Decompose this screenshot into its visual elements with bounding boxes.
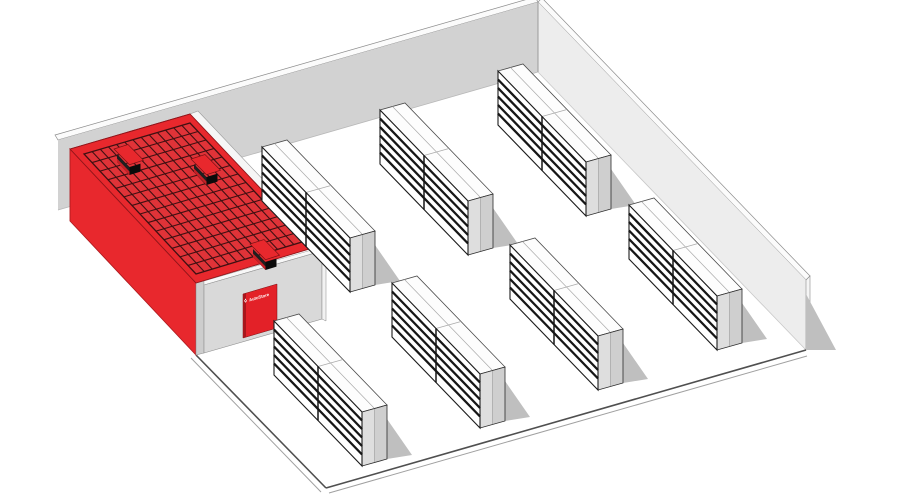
- wall-corner-shadow: [806, 294, 836, 350]
- autostore-logo-icon: [244, 298, 247, 300]
- rack-shelves-front: [509, 243, 599, 392]
- floor-slab-edges: [190, 349, 808, 494]
- autostore-logo: AutoStore: [244, 292, 270, 303]
- shelving-rack-1: [497, 63, 636, 218]
- rack-shelves-front: [391, 281, 481, 430]
- rack-shadow: [375, 245, 400, 285]
- rack-end-panel: [467, 193, 494, 256]
- autostore-robot-1: [113, 144, 145, 175]
- rack-shelves-front: [497, 69, 587, 218]
- autostore-door-label: AutoStore: [248, 292, 270, 303]
- rack-end-panel: [349, 230, 376, 293]
- rack-shadow: [623, 343, 648, 383]
- rack-shelves-front: [261, 145, 351, 294]
- rack-end-panel: [716, 288, 743, 351]
- shelving-rack-6: [391, 275, 530, 430]
- shelving-rack-5: [509, 237, 648, 392]
- rack-end-panel: [597, 328, 624, 391]
- shelving-rack-7: [273, 313, 412, 468]
- shelving-rack-4: [628, 197, 767, 352]
- autostore-logo-icon: [244, 301, 247, 303]
- rack-end-panel: [585, 154, 612, 217]
- rack-shadow: [505, 381, 530, 421]
- right-wall: [537, 0, 811, 351]
- autostore-robot-3: [249, 239, 281, 270]
- rack-shadow: [387, 419, 412, 459]
- rack-shadow: [611, 169, 636, 209]
- rack-end-panel: [479, 366, 506, 429]
- rack-shadow: [742, 303, 767, 343]
- autostore-logo-icon: [245, 300, 247, 302]
- autostore-robot-2: [190, 154, 222, 185]
- rack-end-panel: [361, 404, 388, 467]
- rack-shelves-front: [273, 319, 363, 468]
- rack-shelves-front: [628, 203, 718, 352]
- autostore-logo-icon: [244, 300, 246, 302]
- rack-shadow: [493, 208, 518, 248]
- shelving-rack-2: [379, 102, 518, 257]
- rack-shelves-front: [379, 108, 469, 257]
- shelving-rack-3: [261, 139, 400, 294]
